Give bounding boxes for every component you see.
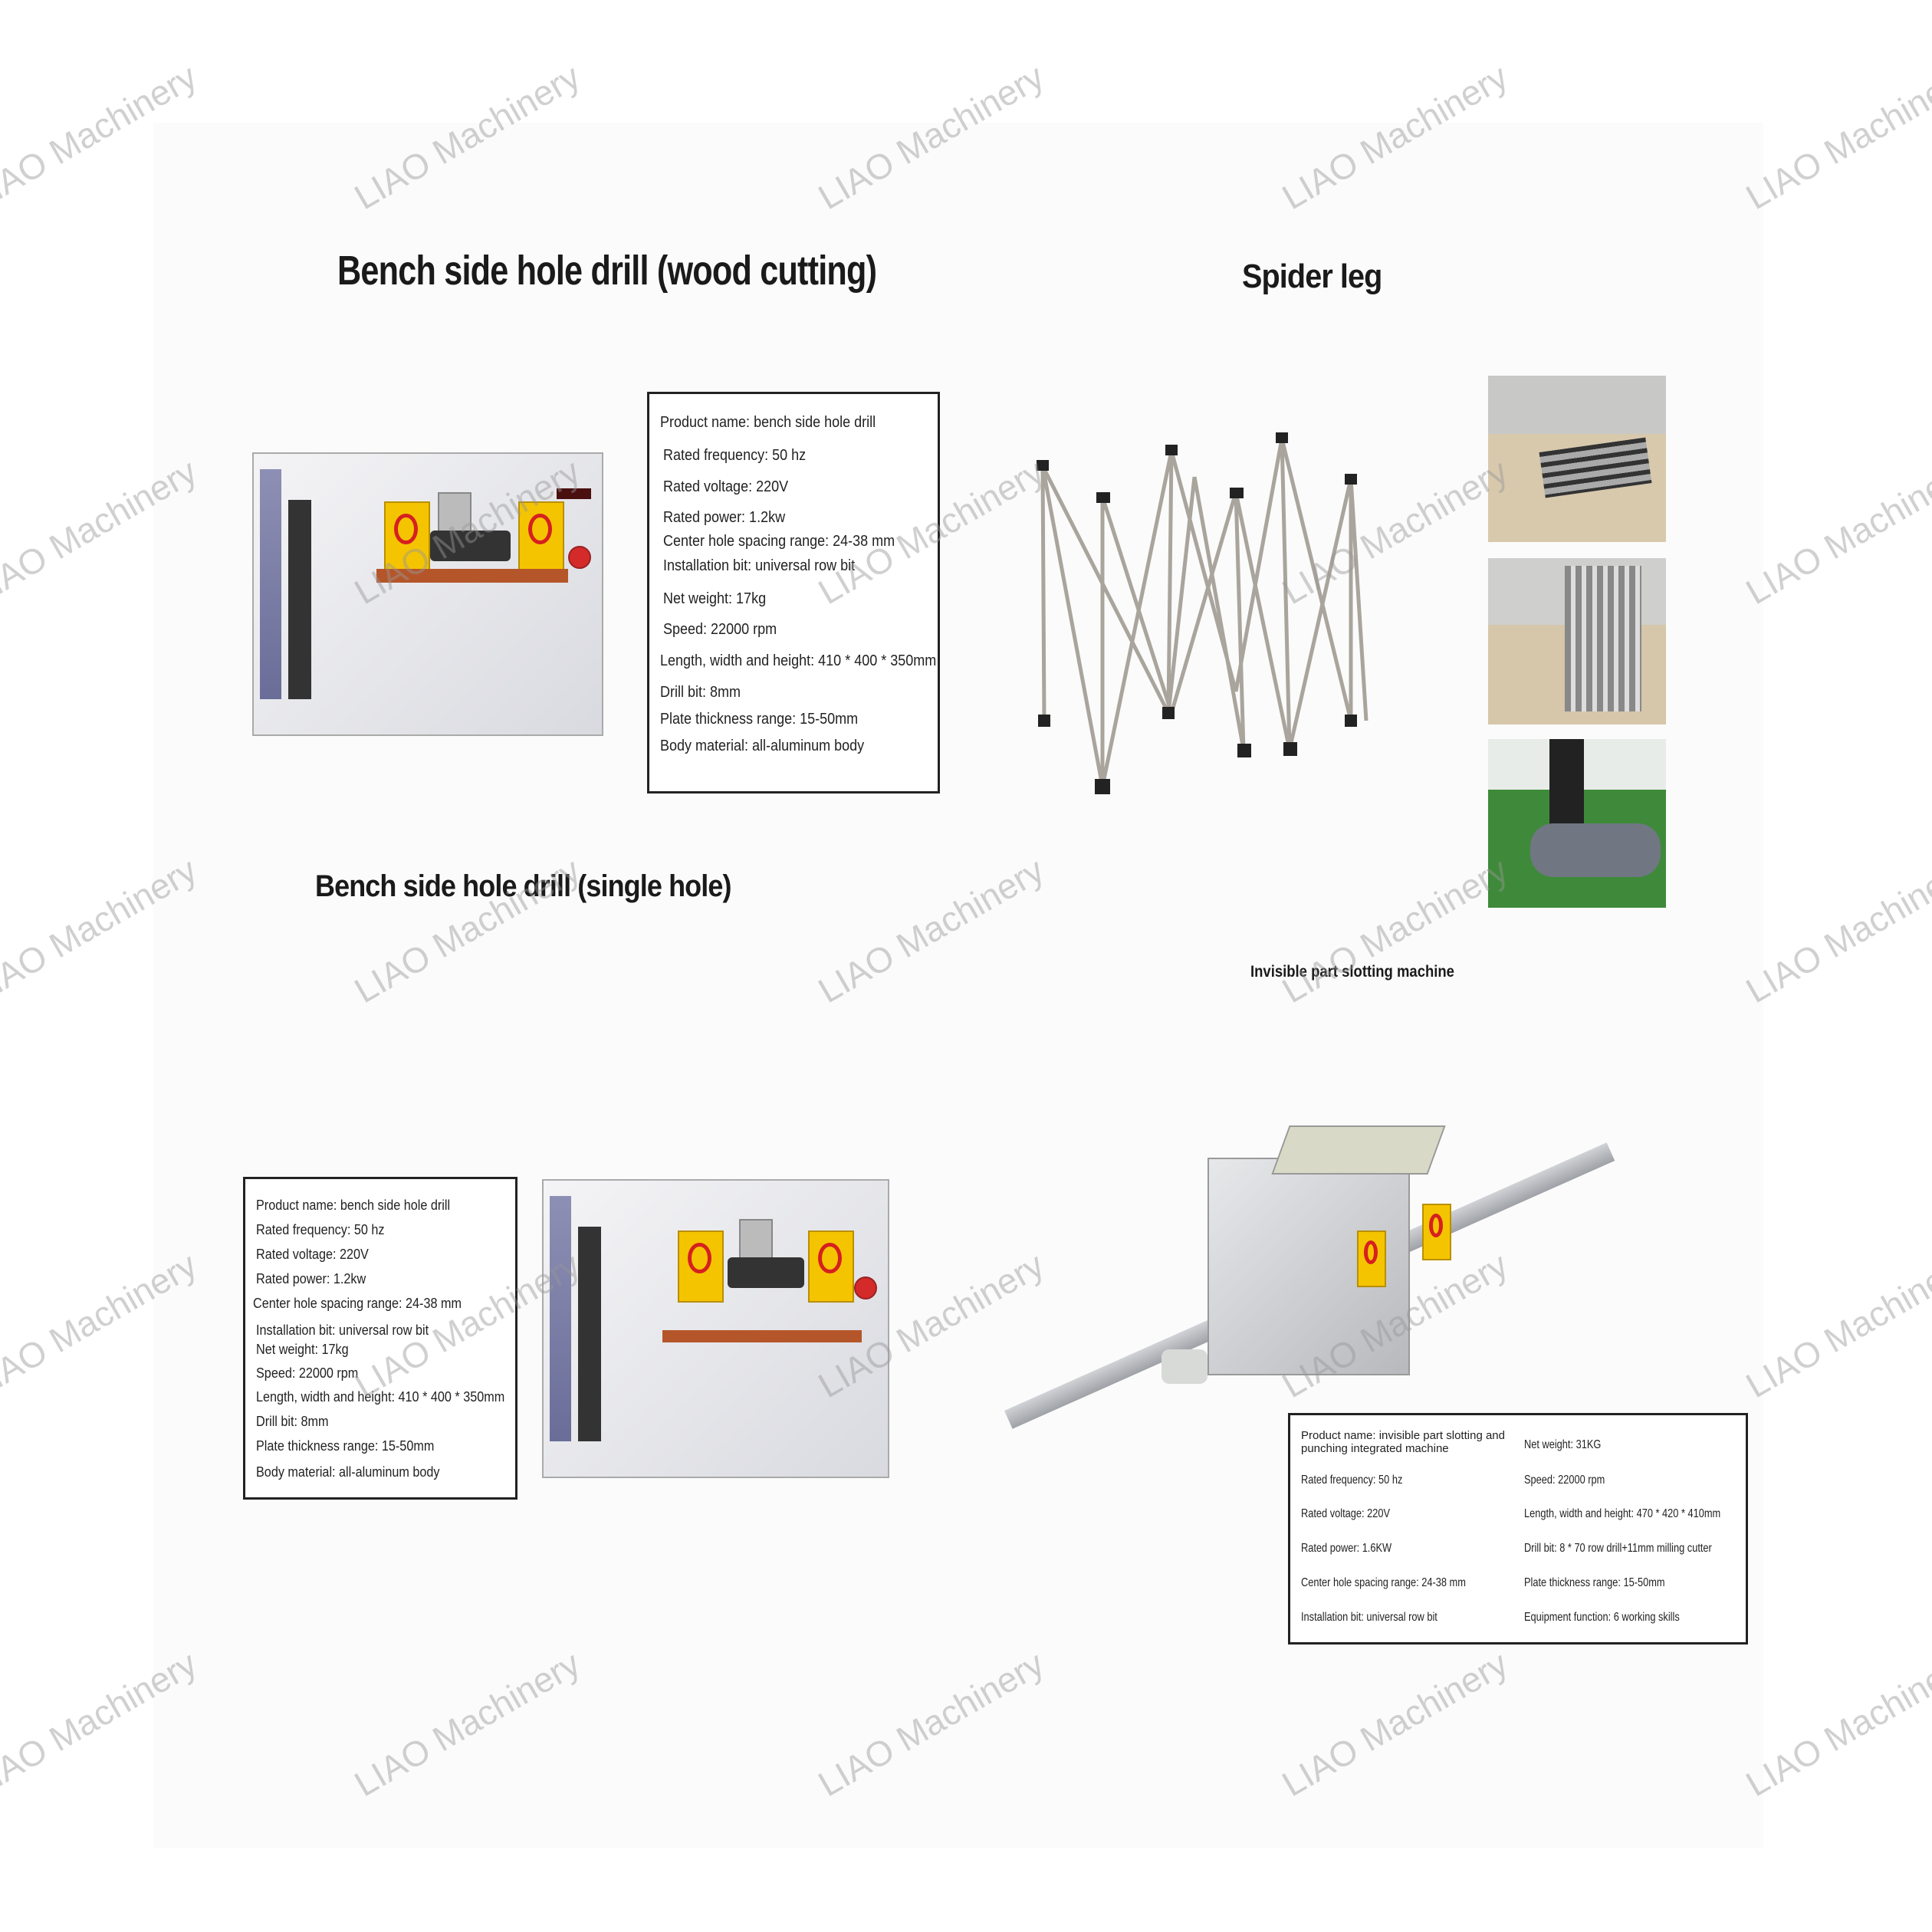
spec-line: Speed: 22000 rpm	[663, 621, 777, 638]
bench-drill-image	[252, 452, 603, 736]
watermark-text: LIAO Machinery	[1739, 1643, 1932, 1805]
single-hole-spec-box: Product name: bench side hole drill Rate…	[243, 1177, 518, 1500]
spec-line: Rated frequency: 50 hz	[256, 1222, 385, 1237]
spec-line: Rated voltage: 220V	[663, 478, 789, 495]
spec-line: Center hole spacing range: 24-38 mm	[663, 533, 895, 550]
spec-line: Center hole spacing range: 24-38 mm	[1301, 1576, 1466, 1589]
spec-line: Rated power: 1.6KW	[1301, 1542, 1392, 1555]
spec-line: Product name: invisible part slotting an…	[1301, 1429, 1505, 1455]
spec-line: Installation bit: universal row bit	[1301, 1611, 1438, 1624]
spec-line: Drill bit: 8mm	[660, 684, 741, 701]
slotting-spec-box: Product name: invisible part slotting an…	[1288, 1413, 1748, 1644]
spec-line: Rated voltage: 220V	[256, 1247, 369, 1262]
spec-line: Rated frequency: 50 hz	[1301, 1474, 1403, 1487]
watermark-text: LIAO Machinery	[1739, 849, 1932, 1011]
folded-leg-photo	[1488, 376, 1666, 542]
slotting-machine-image	[1004, 1119, 1648, 1549]
spec-line: Net weight: 17kg	[663, 590, 767, 607]
slotting-title: Invisible part slotting machine	[1250, 963, 1454, 981]
spec-line: Rated power: 1.2kw	[663, 509, 786, 526]
watermark-text: LIAO Machinery	[1739, 1244, 1932, 1406]
carry-bag-photo	[1488, 739, 1666, 908]
spec-line: Rated frequency: 50 hz	[663, 447, 807, 464]
spec-line: Drill bit: 8 * 70 row drill+11mm milling…	[1524, 1542, 1712, 1555]
spec-line: Length, width and height: 470 * 420 * 41…	[1524, 1507, 1721, 1520]
single-hole-title: Bench side hole drill (single hole)	[315, 869, 731, 903]
spec-line: Installation bit: universal row bit	[256, 1322, 429, 1338]
spec-line: Plate thickness range: 15-50mm	[256, 1438, 435, 1454]
watermark-text: LIAO Machinery	[1739, 451, 1932, 613]
spec-line: Net weight: 17kg	[256, 1342, 349, 1357]
wood-cutting-spec-box: Product name: bench side hole drill Rate…	[647, 392, 940, 794]
spec-line: Body material: all-aluminum body	[660, 738, 865, 754]
spec-line: Product name: bench side hole drill	[256, 1198, 451, 1213]
spider-leg-image	[1037, 432, 1368, 794]
spec-line: Net weight: 31KG	[1524, 1438, 1602, 1451]
spec-line: Installation bit: universal row bit	[663, 557, 856, 574]
wood-cutting-title: Bench side hole drill (wood cutting)	[337, 248, 877, 294]
spec-line: Equipment function: 6 working skills	[1524, 1611, 1680, 1624]
single-hole-drill-image	[542, 1179, 889, 1478]
spec-line: Drill bit: 8mm	[256, 1414, 329, 1429]
spec-line: Length, width and height: 410 * 400 * 35…	[660, 652, 937, 669]
spider-leg-title: Spider leg	[1242, 258, 1382, 295]
spec-line: Speed: 22000 rpm	[1524, 1474, 1605, 1487]
spec-line: Rated voltage: 220V	[1301, 1507, 1390, 1520]
standing-leg-photo	[1488, 558, 1666, 724]
spec-line: Speed: 22000 rpm	[256, 1365, 359, 1381]
spec-line: Plate thickness range: 15-50mm	[660, 711, 859, 728]
spec-line: Plate thickness range: 15-50mm	[1524, 1576, 1665, 1589]
spec-line: Center hole spacing range: 24-38 mm	[253, 1296, 462, 1311]
watermark-text: LIAO Machinery	[1739, 56, 1932, 218]
spec-line: Length, width and height: 410 * 400 * 35…	[256, 1389, 505, 1405]
spec-line: Product name: bench side hole drill	[660, 414, 876, 431]
spec-line: Body material: all-aluminum body	[256, 1464, 440, 1480]
spec-line: Rated power: 1.2kw	[256, 1271, 366, 1286]
